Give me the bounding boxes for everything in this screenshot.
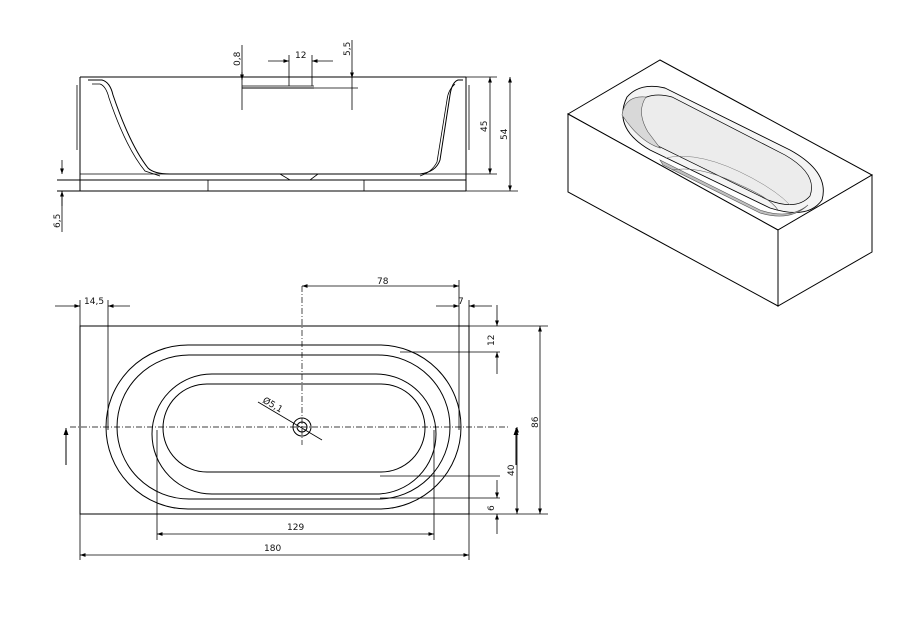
- dim-86: 86: [531, 416, 541, 428]
- dim-0-8: 0,8: [233, 51, 243, 66]
- dim-129: 129: [287, 523, 304, 533]
- dim-78: 78: [377, 277, 389, 287]
- top-plan-view: 14,5 78 7 12 86 40 6 129 180 Ø5,1: [55, 277, 548, 560]
- side-section-view: 0,8 12 5,5 45 54 6,5: [53, 40, 518, 232]
- dim-12-rim: 12: [487, 335, 497, 346]
- dim-5-5: 5,5: [343, 42, 353, 56]
- dim-7: 7: [458, 297, 464, 307]
- dim-6: 6: [487, 505, 497, 511]
- dim-180: 180: [264, 544, 281, 554]
- dim-6-5: 6,5: [53, 214, 63, 228]
- dim-54: 54: [500, 128, 510, 140]
- dim-14-5: 14,5: [84, 297, 104, 307]
- dim-12-slot: 12: [295, 51, 306, 61]
- isometric-view: [566, 59, 874, 307]
- dim-45: 45: [480, 121, 490, 132]
- dim-drain-diameter: Ø5,1: [261, 395, 285, 415]
- dim-40: 40: [507, 464, 517, 476]
